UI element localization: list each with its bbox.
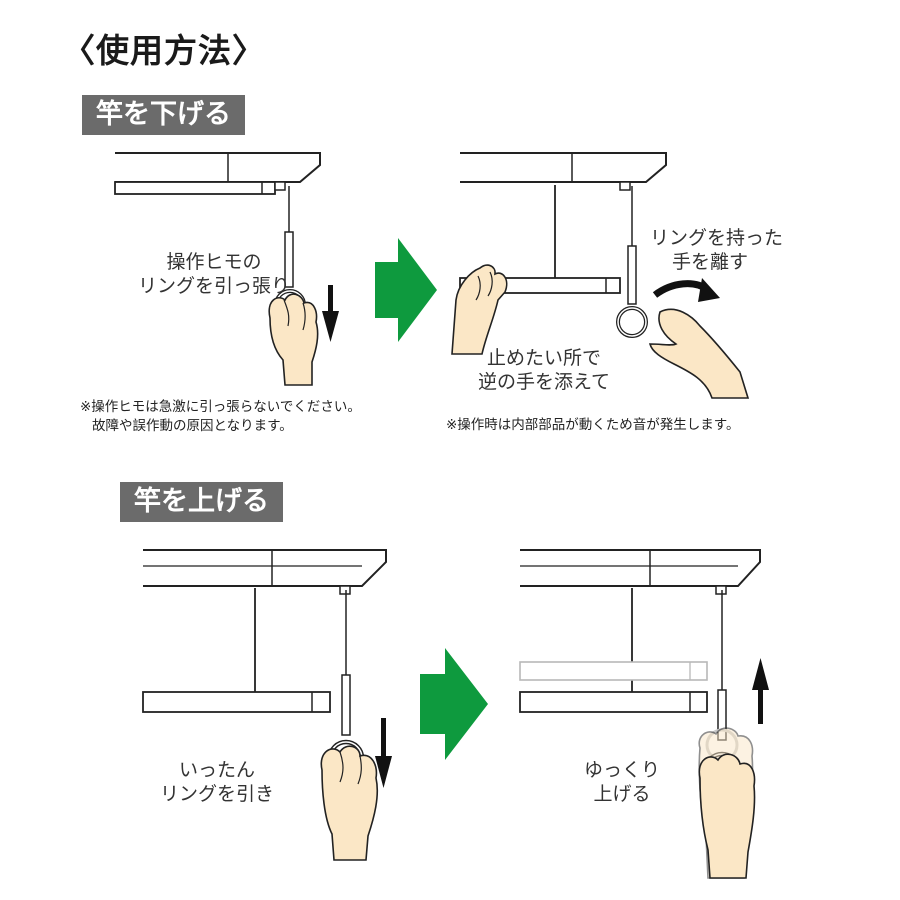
hand-supporting-icon — [451, 264, 508, 355]
caption-line: ゆっくり — [584, 759, 661, 781]
unit-raise-step1 — [142, 549, 387, 713]
note-caution: ※操作ヒモは急激に引っ張らないでください。 故障や誤作動の原因となります。 — [80, 398, 361, 436]
caption-lower-step2-release: リングを持った 手を離す — [650, 226, 783, 274]
arrow-down-raise-icon — [375, 718, 392, 788]
unit-lower-step1 — [114, 152, 321, 195]
section-heading-raise: 竿を上げる — [120, 482, 283, 522]
caption-line: いったん — [179, 759, 256, 781]
caption-line: 上げる — [593, 783, 651, 805]
caption-line: 操作ヒモの — [166, 251, 262, 273]
caption-line: 止めたい所で — [487, 347, 602, 369]
arrow-curved-icon — [652, 278, 720, 302]
arrow-up-icon — [752, 658, 769, 724]
caption-line: リングを引っ張り — [138, 275, 291, 297]
caption-lower-step2-stop: 止めたい所で 逆の手を添えて — [478, 346, 610, 394]
note-noise: ※操作時は内部部品が動くため音が発生します。 — [446, 417, 740, 433]
caption-line: 逆の手を添えて — [478, 371, 611, 393]
caption-line: リングを持った — [650, 227, 784, 249]
hand-pulling-raise-icon — [320, 745, 379, 861]
section-heading-lower: 竿を下げる — [82, 95, 245, 135]
note-line: 故障や誤作動の原因となります。 — [92, 418, 293, 434]
note-line: ※操作ヒモは急激に引っ張らないでください。 — [80, 399, 361, 415]
cord-lower-step2 — [616, 186, 648, 338]
hand-raising-icon — [698, 727, 756, 879]
next-step-arrow-2-icon — [420, 648, 488, 760]
hand-releasing-icon — [648, 308, 750, 399]
arrow-down-icon — [322, 285, 339, 342]
caption-line: 手を離す — [672, 251, 749, 273]
caption-raise-step1: いったん リングを引き — [160, 758, 274, 806]
caption-lower-step1: 操作ヒモの リングを引っ張り — [138, 250, 290, 298]
unit-raise-step2 — [519, 549, 761, 713]
next-step-arrow-icon — [375, 238, 437, 342]
page-title: 〈使用方法〉 — [62, 31, 266, 70]
caption-line: リングを引き — [160, 783, 275, 805]
caption-raise-step2: ゆっくり 上げる — [584, 758, 660, 806]
hand-pulling-icon — [268, 293, 319, 386]
